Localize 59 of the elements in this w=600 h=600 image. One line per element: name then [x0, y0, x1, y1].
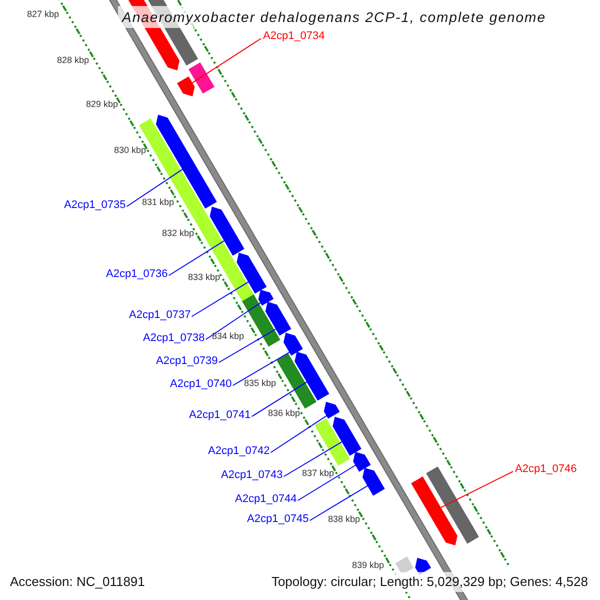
gene-label: A2cp1_0738: [143, 332, 205, 345]
gene-feature: [188, 62, 214, 94]
leader-line: [309, 485, 368, 521]
gene-label: A2cp1_0745: [247, 513, 309, 526]
scale-label: 833 kbp: [188, 272, 220, 282]
gene-label: A2cp1_0746: [515, 463, 577, 476]
gene-feature: [415, 558, 431, 575]
gene-feature: [332, 416, 362, 456]
gene-label: A2cp1_0736: [106, 268, 168, 281]
gene-feature: [258, 290, 274, 306]
gene-label: A2cp1_0740: [170, 378, 232, 391]
gene-feature: [426, 466, 479, 544]
gene-label: A2cp1_0742: [208, 445, 270, 458]
scale-label: 828 kbp: [57, 55, 90, 65]
scale-label: 827 kbp: [27, 9, 60, 19]
gene-feature: [177, 76, 195, 96]
gene-feature: [284, 332, 303, 356]
gene-label: A2cp1_0741: [189, 409, 251, 422]
leader-line: [440, 471, 514, 508]
leader-line: [251, 381, 308, 417]
scale-label: 837 kbp: [302, 468, 334, 478]
gene-label: A2cp1_0735: [64, 199, 126, 212]
leader-line: [168, 240, 225, 276]
leader-line: [191, 281, 249, 317]
scale-label: 839 kbp: [352, 560, 384, 570]
leader-line: [283, 441, 342, 477]
gene-label: A2cp1_0739: [156, 355, 218, 368]
scale-label: 838 kbp: [328, 514, 360, 524]
gene-feature: [242, 294, 280, 347]
leader-line: [205, 302, 262, 340]
gene-feature: [353, 452, 371, 472]
gene-feature: [156, 114, 217, 209]
gene-feature: [294, 352, 330, 401]
gene-label: A2cp1_0734: [263, 30, 325, 43]
scale-label: 831 kbp: [142, 197, 174, 207]
leader-line: [232, 352, 290, 386]
leader-line: [297, 464, 356, 501]
gene-feature: [276, 354, 316, 409]
leader-line: [126, 168, 183, 207]
gene-feature: [411, 476, 458, 546]
leader-line: [192, 38, 262, 84]
leader-line: [218, 328, 276, 363]
gene-feature: [236, 252, 267, 294]
gene-feature: [395, 556, 414, 575]
gene-feature: [265, 302, 292, 336]
gene-feature: [324, 402, 340, 419]
gene-feature: [314, 418, 350, 466]
scale-label: 834 kbp: [212, 331, 244, 341]
scale-label: 829 kbp: [86, 99, 118, 109]
gene-label: A2cp1_0737: [129, 309, 191, 322]
leader-line: [270, 415, 328, 453]
gene-feature: [362, 468, 385, 496]
scale-label: 836 kbp: [268, 408, 300, 418]
scale-label: 835 kbp: [244, 378, 276, 388]
gene-label: A2cp1_0744: [235, 493, 297, 506]
scale-label: 830 kbp: [114, 145, 146, 155]
gene-feature: [210, 206, 244, 256]
scale-label: 832 kbp: [162, 228, 194, 238]
gene-label: A2cp1_0743: [221, 469, 283, 482]
